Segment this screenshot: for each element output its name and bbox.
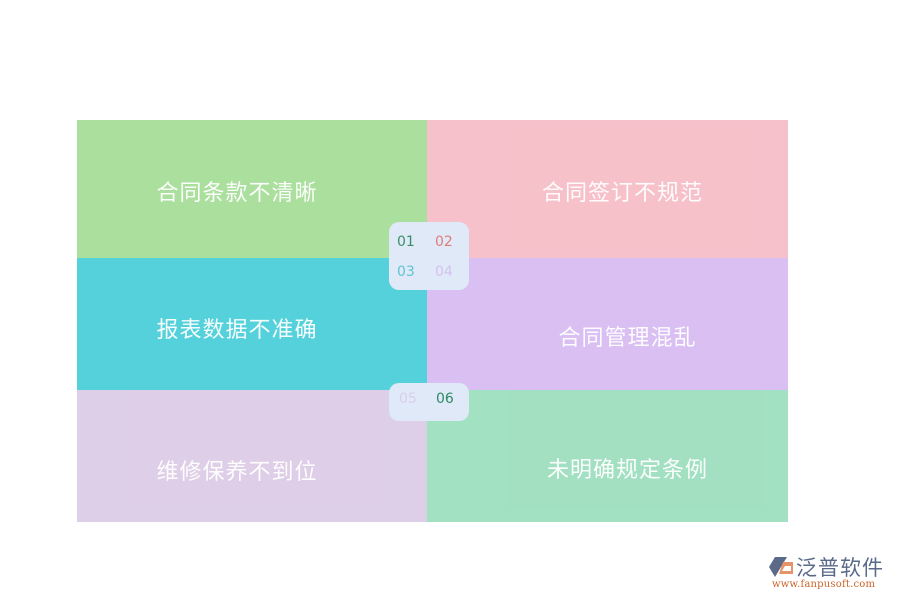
block-01: 合同条款不清晰: [77, 120, 427, 258]
number-03: 03: [397, 264, 415, 280]
number-badge-top: 01 02 03 04: [389, 222, 469, 290]
block-label: 未明确规定条例: [546, 458, 708, 483]
logo-url: www.fanpusoft.com: [772, 579, 876, 590]
logo-name: 泛普软件: [796, 556, 884, 580]
number-02: 02: [435, 234, 453, 250]
block-label: 合同签订不规范: [541, 181, 703, 206]
block-label: 维修保养不到位: [156, 460, 318, 485]
block-05: 维修保养不到位: [77, 390, 427, 522]
number-06: 06: [436, 391, 454, 407]
block-06: 未明确规定条例: [427, 390, 788, 522]
block-02: 合同签订不规范: [427, 120, 788, 258]
number-04: 04: [435, 264, 453, 280]
number-badge-bottom: 05 06: [389, 383, 469, 421]
block-04: 合同管理混乱: [427, 258, 788, 390]
number-01: 01: [397, 234, 415, 250]
block-label: 合同管理混乱: [558, 326, 697, 351]
block-label: 报表数据不准确: [156, 318, 318, 343]
block-label: 合同条款不清晰: [156, 181, 318, 206]
block-03: 报表数据不准确: [77, 258, 427, 390]
fanpu-logo-icon: [769, 554, 795, 580]
number-05: 05: [399, 391, 417, 407]
fanpu-logo: 泛普软件 www.fanpusoft.com: [769, 552, 894, 594]
